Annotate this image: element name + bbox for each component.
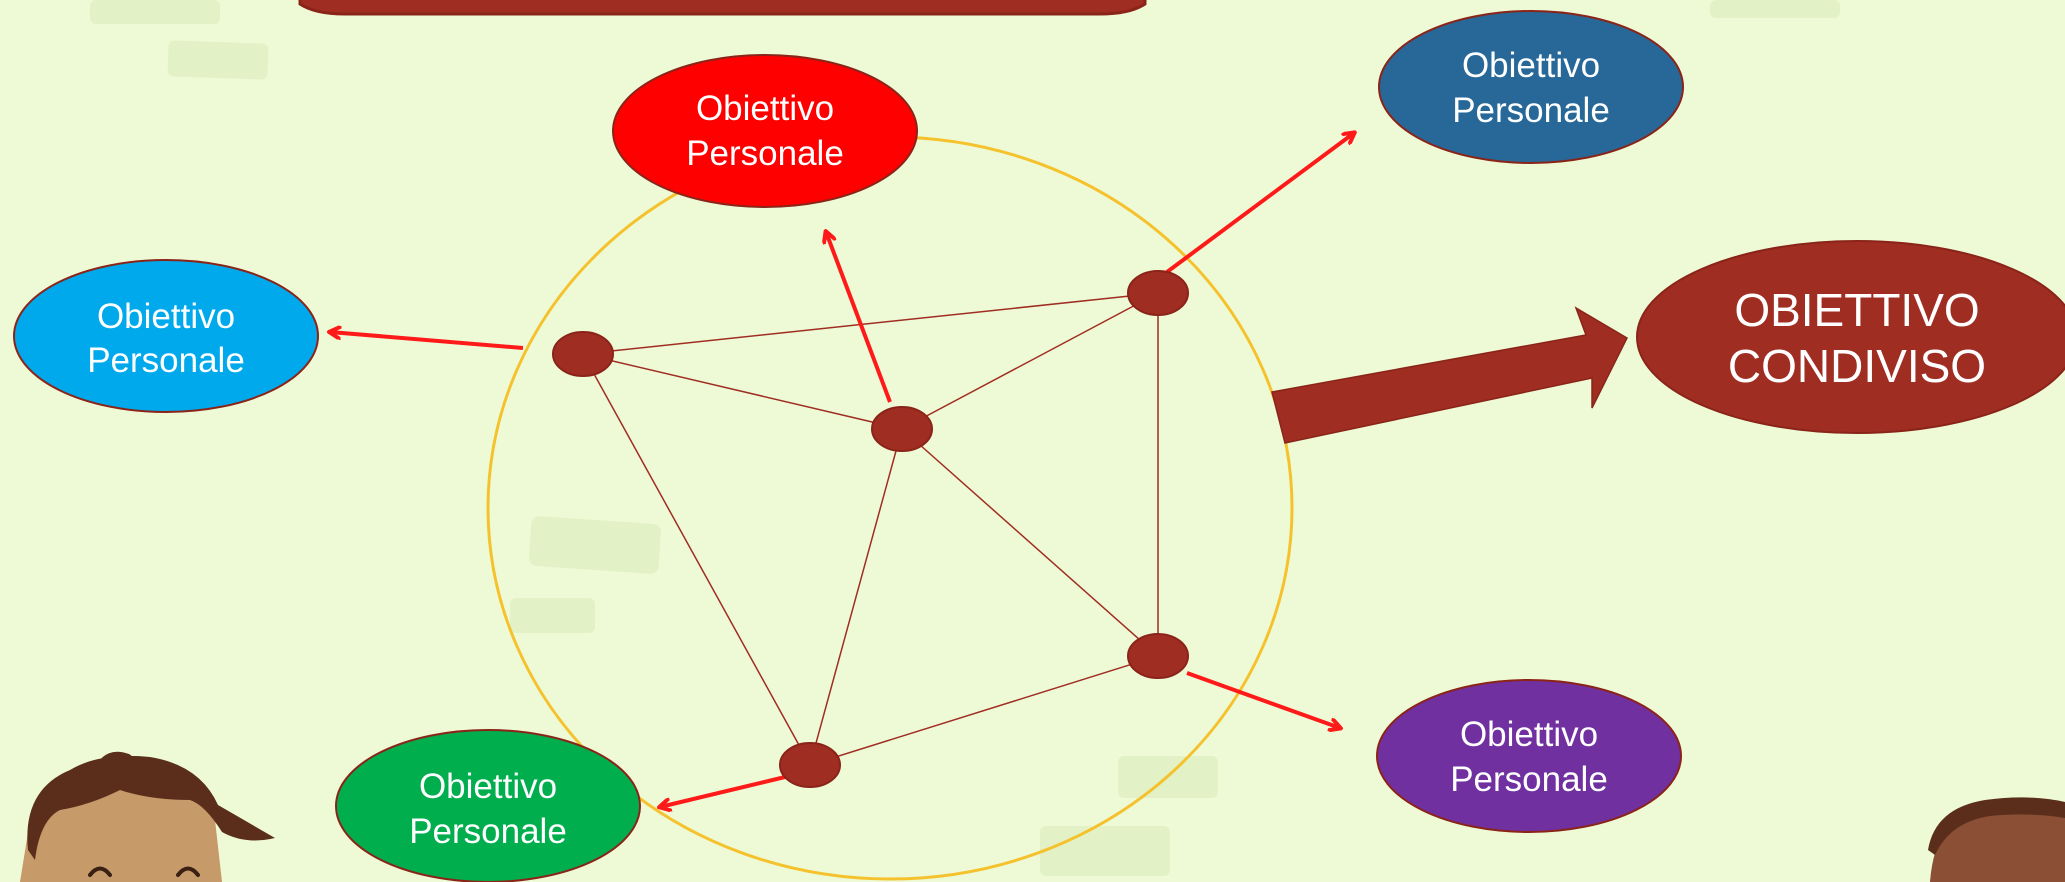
character-right-illustration bbox=[1928, 797, 2065, 882]
shared-goal-line1: OBIETTIVO bbox=[1734, 284, 1979, 336]
network-edges bbox=[582, 292, 1159, 766]
network-nodes bbox=[552, 270, 1189, 788]
goal-dark-blue-line1: Obiettivo bbox=[1462, 46, 1600, 85]
goal-purple-line1: Obiettivo bbox=[1460, 715, 1598, 754]
shared-goal-line2: CONDIVISO bbox=[1728, 340, 1986, 392]
arrow-to-green-goal bbox=[660, 775, 786, 807]
node-top-right bbox=[1127, 270, 1189, 316]
arrow-to-red-goal bbox=[826, 232, 892, 403]
node-center bbox=[871, 406, 933, 452]
goal-green-line2: Personale bbox=[409, 812, 567, 851]
top-banner-shape bbox=[298, 0, 1147, 16]
node-bottom bbox=[779, 742, 841, 788]
shared-goal: OBIETTIVO CONDIVISO bbox=[1636, 240, 2065, 434]
personal-goal-purple: Obiettivo Personale bbox=[1376, 679, 1682, 833]
goal-red-line1: Obiettivo bbox=[696, 89, 834, 128]
character-left-illustration bbox=[20, 751, 276, 882]
arrow-to-dark-blue-goal bbox=[1165, 133, 1354, 274]
personal-goal-green: Obiettivo Personale bbox=[335, 729, 641, 882]
node-left bbox=[552, 331, 614, 377]
personal-goal-arrows bbox=[330, 133, 1354, 807]
node-bottom-right bbox=[1127, 633, 1189, 679]
goal-green-line1: Obiettivo bbox=[419, 767, 557, 806]
personal-goal-dark-blue: Obiettivo Personale bbox=[1378, 10, 1684, 164]
goal-light-blue-line2: Personale bbox=[87, 341, 245, 380]
goal-purple-line2: Personale bbox=[1450, 760, 1608, 799]
arrow-to-purple-goal bbox=[1186, 671, 1340, 728]
shared-goal-arrow bbox=[1271, 306, 1628, 444]
personal-goal-red: Obiettivo Personale bbox=[612, 54, 918, 208]
background-decoration bbox=[90, 0, 1840, 876]
personal-goal-light-blue: Obiettivo Personale bbox=[13, 259, 319, 413]
goal-dark-blue-line2: Personale bbox=[1452, 91, 1610, 130]
arrow-to-light-blue-goal bbox=[330, 332, 524, 350]
goal-light-blue-line1: Obiettivo bbox=[97, 297, 235, 336]
goal-red-line2: Personale bbox=[686, 134, 844, 173]
